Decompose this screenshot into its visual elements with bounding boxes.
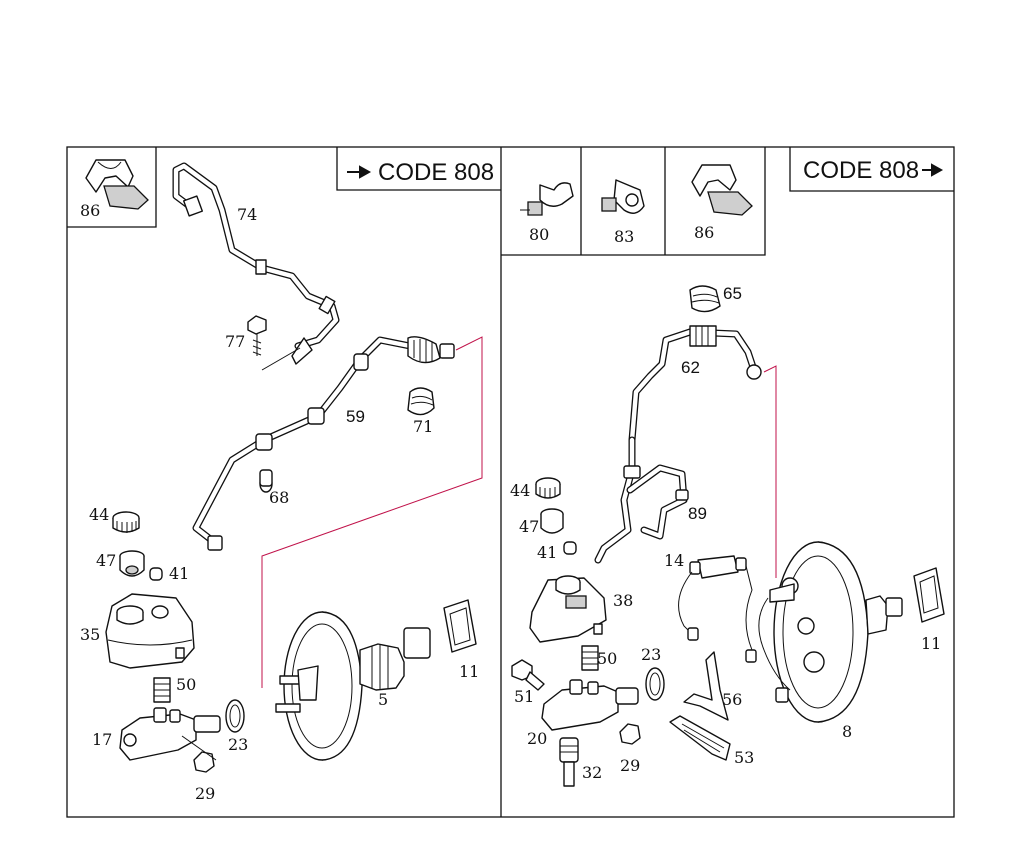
master-cylinder-17-icon (119, 707, 221, 761)
cover-53-icon (669, 715, 731, 761)
brake-fluid-reservoir-35-icon (105, 593, 195, 669)
label-86-left: 86 (80, 201, 100, 220)
label-17: 17 (92, 730, 112, 749)
label-41-left: 41 (169, 564, 189, 583)
gasket-11-left-icon (443, 599, 477, 653)
label-74: 74 (237, 205, 257, 224)
vacuum-hose-62-icon (628, 325, 762, 444)
grommet-50-left-icon (153, 677, 171, 703)
label-23-left: 23 (228, 735, 248, 754)
left-code-box: CODE 808 (347, 159, 494, 186)
right-code-label: CODE 808 (803, 157, 919, 184)
brake-booster-5-icon (275, 611, 431, 761)
label-50-left: 50 (176, 675, 196, 694)
clip-86-right-icon (691, 164, 753, 216)
bracket-56-icon (683, 651, 729, 721)
clip-86-left-icon (85, 159, 149, 210)
label-44-right: 44 (510, 481, 530, 500)
label-62: 62 (681, 358, 700, 377)
o-ring-23-left-icon (225, 699, 245, 733)
label-50-right: 50 (597, 649, 617, 668)
vacuum-pipe-74-icon (172, 162, 340, 365)
sensor-51-icon (511, 659, 545, 691)
arrow-right-icon (347, 165, 372, 179)
reservoir-cap-44-right-icon (535, 477, 561, 499)
left-code-label: CODE 808 (378, 159, 494, 186)
nut-29-right-icon (619, 723, 641, 745)
label-53: 53 (734, 748, 754, 767)
label-86-right: 86 (694, 223, 714, 242)
label-77: 77 (225, 332, 245, 351)
label-68: 68 (269, 488, 289, 507)
hose-assembly-89-icon (594, 436, 689, 564)
plug-41-right-icon (563, 541, 577, 555)
gasket-11-right-icon (913, 567, 945, 623)
label-5: 5 (378, 690, 388, 709)
strainer-47-right-icon (540, 508, 564, 534)
label-38: 38 (613, 591, 633, 610)
label-32: 32 (582, 763, 602, 782)
label-89: 89 (688, 504, 707, 523)
label-83: 83 (614, 227, 634, 246)
right-code-box: CODE 808 (803, 157, 944, 184)
brake-booster-8-icon (758, 541, 903, 723)
label-11-right: 11 (921, 634, 941, 653)
diagram-frames (66, 146, 955, 818)
switch-32-icon (559, 737, 579, 787)
label-11-left: 11 (459, 662, 479, 681)
screw-77-icon (247, 315, 301, 371)
label-51: 51 (514, 687, 534, 706)
vacuum-pipe-59-icon (192, 336, 455, 551)
label-65: 65 (723, 284, 742, 303)
clip-80-icon (520, 182, 574, 216)
clip-83-icon (601, 179, 645, 214)
o-ring-23-right-icon (645, 667, 665, 701)
label-23-right: 23 (641, 645, 661, 664)
label-14: 14 (664, 551, 684, 570)
reservoir-cap-44-icon (112, 511, 140, 533)
sleeve-68-icon (259, 469, 273, 493)
nut-29-left-icon (181, 735, 217, 773)
brake-fluid-reservoir-38-icon (529, 575, 607, 643)
strainer-47-icon (119, 550, 145, 577)
label-20: 20 (527, 729, 547, 748)
label-47-left: 47 (96, 551, 116, 570)
label-47-right: 47 (519, 517, 539, 536)
grommet-50-right-icon (581, 645, 599, 671)
label-44-left: 44 (89, 505, 109, 524)
label-56: 56 (722, 690, 742, 709)
label-8: 8 (842, 722, 852, 741)
arrow-right-icon (922, 163, 944, 177)
label-59: 59 (346, 407, 365, 426)
label-29-right: 29 (620, 756, 640, 775)
label-29-left: 29 (195, 784, 215, 803)
label-80: 80 (529, 225, 549, 244)
grommet-65-icon (689, 285, 721, 313)
grommet-71-icon (407, 387, 435, 416)
plug-41-icon (149, 567, 163, 581)
master-cylinder-20-icon (541, 679, 639, 731)
label-35: 35 (80, 625, 100, 644)
label-71: 71 (413, 417, 433, 436)
vacuum-sensor-14-icon (678, 555, 757, 663)
label-41-right: 41 (537, 543, 557, 562)
